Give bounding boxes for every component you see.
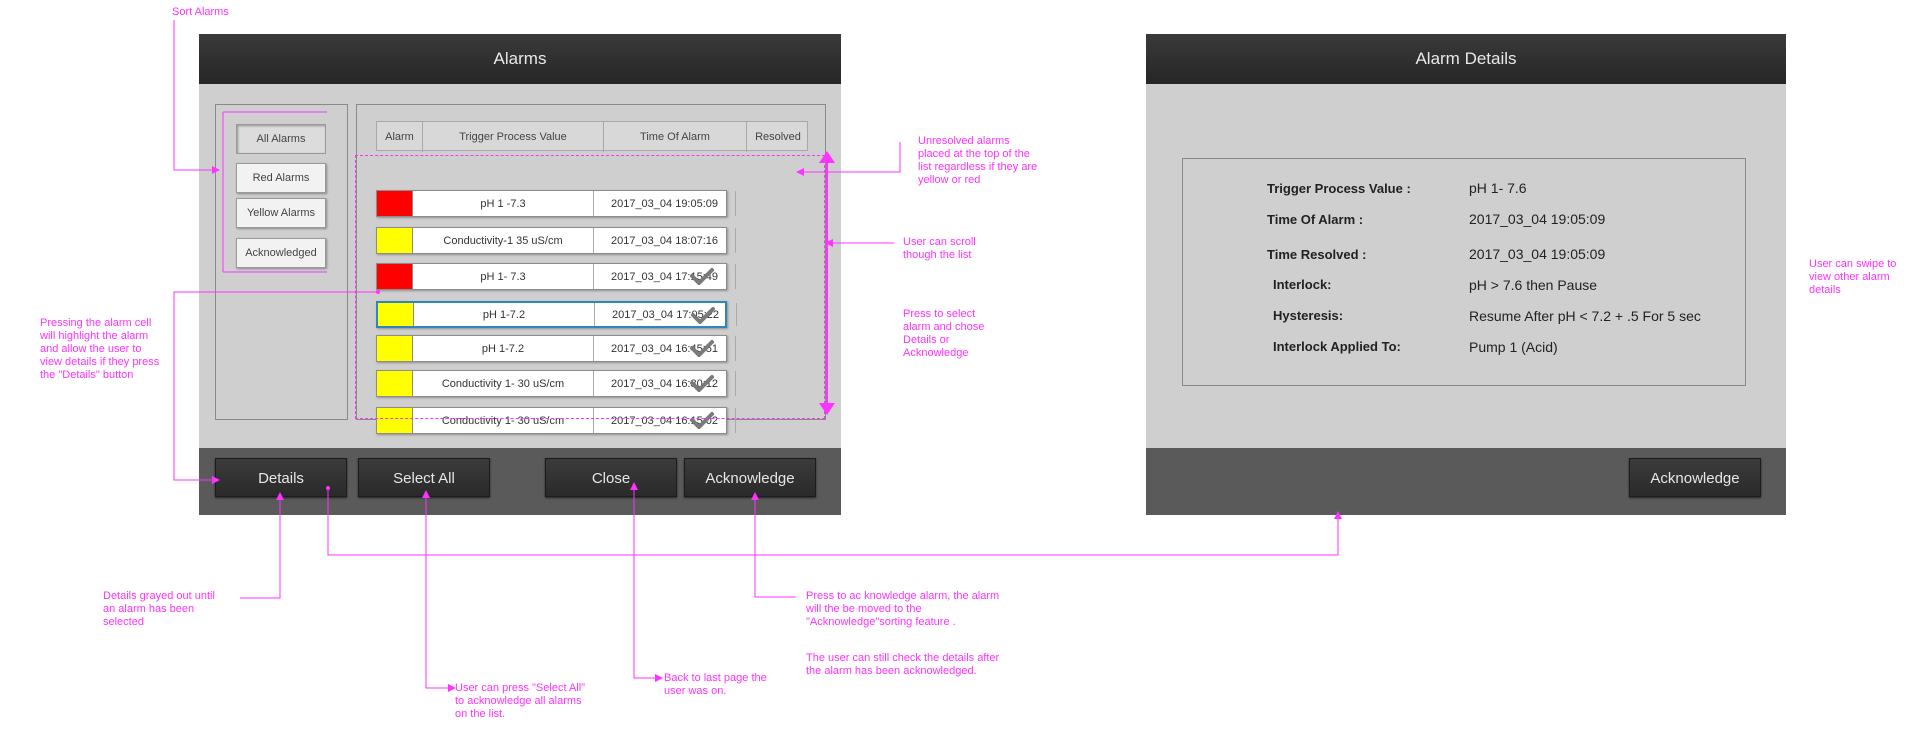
time-of-alarm-cell: 2017_03_04 16:15:02 [610,414,719,427]
cell-divider [735,371,736,396]
trigger-value-cell: pH 1- 7.3 [480,270,526,283]
resolved-check-icon [690,268,714,285]
header-time: Time Of Alarm [640,131,710,143]
note-pressing-cell: Pressing the alarm cell will highlight t… [40,317,160,381]
alarm-color-swatch [377,228,413,253]
time-of-alarm-value: 2017_03_04 19:05:09 [1469,211,1606,227]
sort-acknowledged-button[interactable]: Acknowledged [236,238,326,268]
time-of-alarm-cell: 2017_03_04 17:05:22 [611,308,720,321]
time-of-alarm-cell: 2017_03_04 19:05:09 [610,197,719,210]
trigger-value-label: Trigger Process Value : [1267,181,1411,196]
header-alarm: Alarm [385,131,414,143]
note-swipe: User can swipe to view other alarm detai… [1809,258,1897,296]
note-details-grayed: Details grayed out until an alarm has be… [103,590,215,628]
list-highlight-outline [355,155,825,419]
note-press-select: Press to select alarm and chose Details … [903,308,985,359]
header-divider [603,122,604,152]
alarm-row[interactable]: pH 1 -7.3 2017_03_04 19:05:09 [376,190,736,217]
time-of-alarm-label: Time Of Alarm : [1267,212,1364,227]
alarm-row[interactable]: pH 1-7.2 2017_03_04 17:05:22 [376,301,737,328]
trigger-value-cell: Conductivity 1- 30 uS/cm [441,377,565,390]
note-scroll: User can scroll though the list [903,236,976,261]
details-acknowledge-button[interactable]: Acknowledge [1629,458,1761,497]
alarm-table: Alarm Trigger Process Value Time Of Alar… [376,121,808,421]
time-of-alarm-cell: 2017_03_04 17:15:49 [610,270,719,283]
alarm-color-swatch [377,408,413,433]
cell-divider [593,191,594,216]
close-button[interactable]: Close [545,458,677,497]
interlock-applied-value: Pump 1 (Acid) [1469,339,1558,355]
header-trigger-value: Trigger Process Value [459,131,567,143]
hysteresis-label: Hysteresis: [1273,308,1344,323]
alarm-row[interactable]: pH 1-7.2 2017_03_04 16:45:51 [376,335,736,362]
alarm-row[interactable]: pH 1- 7.3 2017_03_04 17:15:49 [376,263,736,290]
time-of-alarm-cell: 2017_03_04 16:30:12 [610,377,719,390]
alarm-color-swatch [377,191,413,216]
trigger-value-cell: pH 1 -7.3 [480,197,526,210]
note-select-all: User can press "Select All" to acknowled… [455,682,586,720]
cell-divider [593,228,594,253]
cell-divider [736,303,737,326]
note-back: Back to last page the user was on. [664,672,767,697]
trigger-value-cell: Conductivity-1 35 uS/cm [443,234,563,247]
time-of-alarm-cell: 2017_03_04 18:07:16 [610,234,719,247]
cell-divider [735,408,736,433]
alarm-color-swatch [377,336,413,361]
sort-buttons: All Alarms Red Alarms Yellow Alarms Ackn… [215,104,348,420]
time-resolved-label: Time Resolved : [1267,247,1367,262]
interlock-value: pH > 7.6 then Pause [1469,277,1598,293]
alarm-row[interactable]: Conductivity-1 35 uS/cm 2017_03_04 18:07:… [376,227,736,254]
trigger-value-cell: Conductivity 1- 30 uS/cm [441,414,565,427]
sort-group [215,104,348,420]
trigger-value-value: pH 1- 7.6 [1469,180,1527,196]
cell-divider [735,264,736,289]
cell-divider [593,371,594,396]
time-of-alarm-cell: 2017_03_04 16:45:51 [610,342,719,355]
resolved-check-icon [690,375,714,392]
alarm-details-panel: Alarm Details Trigger Process Value : pH… [1146,34,1786,515]
cell-divider [735,191,736,216]
cell-divider [593,336,594,361]
acknowledge-button[interactable]: Acknowledge [684,458,816,497]
sort-yellow-alarms-button[interactable]: Yellow Alarms [236,198,326,228]
sort-all-alarms-button[interactable]: All Alarms [236,124,326,154]
cell-divider [593,408,594,433]
header-divider [422,122,423,152]
resolved-check-icon [690,340,714,357]
note-unresolved: Unresolved alarms placed at the top of t… [918,135,1038,186]
hysteresis-value: Resume After pH < 7.2 + .5 For 5 sec [1469,308,1701,324]
alarms-title: Alarms [199,34,841,84]
alarm-color-swatch [377,371,413,396]
note-sort-alarms: Sort Alarms [172,6,229,18]
trigger-value-cell: pH 1-7.2 [481,342,525,355]
header-resolved: Resolved [755,131,801,143]
header-divider [746,122,747,152]
alarm-row[interactable]: Conductivity 1- 30 uS/cm 2017_03_04 16:15… [376,407,736,434]
time-resolved-value: 2017_03_04 19:05:09 [1469,246,1606,262]
alarm-color-swatch [378,303,414,326]
alarms-panel: Alarms All Alarms Red Alarms Yellow Alar… [199,34,841,515]
note-acknowledge-details: The user can still check the details aft… [806,652,1000,677]
alarms-footer: Details Select All Close Acknowledge [199,448,841,515]
interlock-label: Interlock: [1273,277,1332,292]
cell-divider [735,336,736,361]
note-acknowledge: Press to ac knowledge alarm, the alarm w… [806,590,1000,628]
resolved-check-icon [691,307,715,324]
alarm-color-swatch [377,264,413,289]
alarm-details-title: Alarm Details [1146,34,1786,84]
table-header: Alarm Trigger Process Value Time Of Alar… [376,121,808,152]
trigger-value-cell: pH 1-7.2 [482,308,526,321]
details-box: Trigger Process Value : pH 1- 7.6 Time O… [1182,158,1746,386]
cell-divider [594,303,595,326]
cell-divider [735,228,736,253]
details-button[interactable]: Details [215,458,347,497]
cell-divider [593,264,594,289]
details-footer: Acknowledge [1146,448,1786,515]
sort-red-alarms-button[interactable]: Red Alarms [236,163,326,193]
interlock-applied-label: Interlock Applied To: [1273,339,1401,354]
alarm-row[interactable]: Conductivity 1- 30 uS/cm 2017_03_04 16:30… [376,370,736,397]
